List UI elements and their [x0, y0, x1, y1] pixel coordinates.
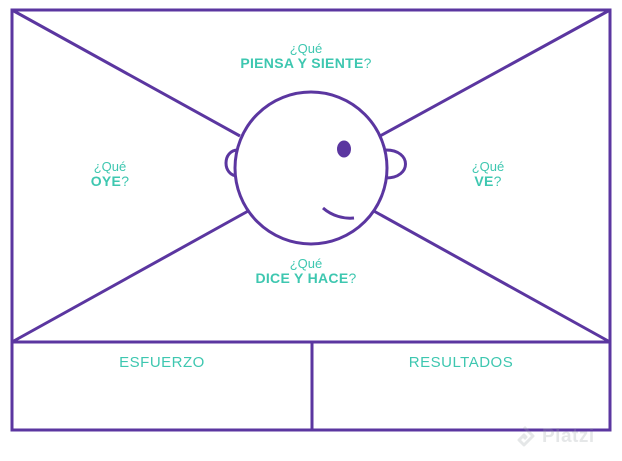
diagonal-bottom-right [371, 208, 611, 344]
sees-question: ¿Qué [471, 159, 505, 174]
platzi-watermark: Platzi [512, 425, 595, 449]
says-and-does-label: ¿Qué DICE Y HACE? [211, 257, 401, 285]
diagonal-top-right [379, 8, 611, 138]
says-topic: DICE Y HACE [255, 269, 349, 286]
results-section-label: RESULTADOS [408, 354, 514, 371]
hears-label: ¿Qué OYE? [70, 160, 150, 188]
says-question: ¿Qué [289, 256, 323, 271]
sees-label: ¿Qué VE? [448, 160, 528, 188]
eye [337, 140, 351, 158]
platzi-logo-icon [517, 425, 535, 447]
diagonal-top-left [11, 8, 241, 138]
sees-topic: VE [474, 172, 494, 189]
mouth [322, 206, 355, 220]
sees-mark: ? [493, 172, 502, 189]
hears-mark: ? [121, 172, 130, 189]
right-ear [385, 148, 407, 180]
head-circle [233, 90, 389, 246]
hears-topic: OYE [90, 172, 122, 189]
says-mark: ? [348, 269, 357, 286]
thinks-mark: ? [363, 54, 372, 71]
thinks-and-feels-label: ¿Qué PIENSA Y SIENTE? [211, 42, 401, 70]
thinks-topic: PIENSA Y SIENTE [240, 54, 364, 71]
thinks-question: ¿Qué [289, 41, 323, 56]
hears-question: ¿Qué [93, 159, 127, 174]
diagonal-bottom-left [11, 208, 251, 344]
platzi-brand-text: Platzi [542, 426, 595, 447]
effort-section-label: ESFUERZO [119, 354, 205, 371]
